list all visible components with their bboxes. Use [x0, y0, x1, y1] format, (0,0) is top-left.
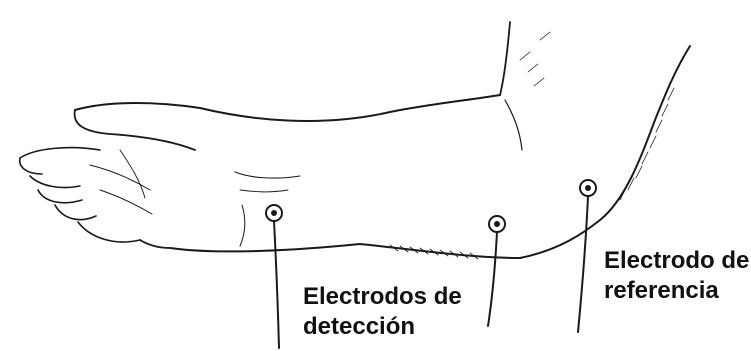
detection-electrodes-label: Electrodos de detección: [303, 282, 462, 342]
hand: [20, 103, 200, 248]
arm-outline: [170, 22, 690, 258]
electrode-detection-1: [266, 205, 282, 348]
shading: [390, 32, 674, 259]
detection-label-line1: Electrodos de: [303, 282, 462, 312]
detection-label-line2: detección: [303, 312, 462, 342]
electrode-reference: [578, 180, 596, 332]
electrode-detection-2: [488, 216, 505, 326]
reference-electrode-label: Electrodo de referencia: [604, 246, 749, 306]
reference-label-line1: Electrodo de: [604, 246, 749, 276]
reference-label-line2: referencia: [604, 276, 749, 306]
